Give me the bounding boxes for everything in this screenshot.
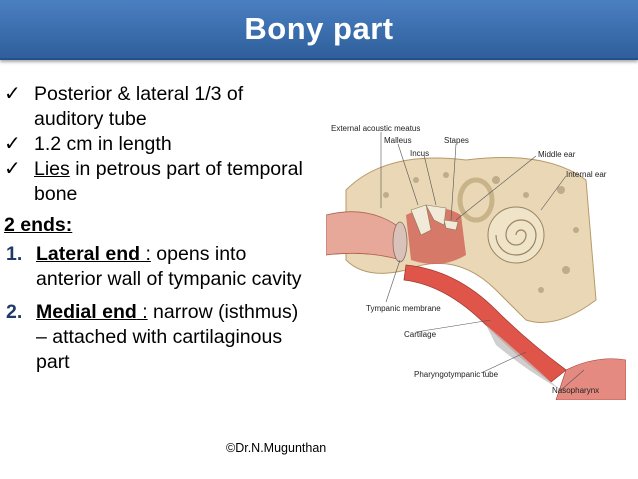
label-pharyngotympanic-tube: Pharyngotympanic tube	[414, 370, 499, 379]
end-label: Medial end	[36, 301, 137, 323]
label-middle-ear: Middle ear	[538, 150, 576, 159]
end-item: 1. Lateral end : opens into anterior wal…	[4, 242, 314, 292]
end-text: Lateral end : opens into anterior wall o…	[36, 242, 314, 292]
slide-title: Bony part	[244, 11, 394, 46]
bullet-underlined-word: Lies	[34, 158, 70, 180]
label-nasopharynx: Nasopharynx	[552, 386, 600, 395]
ends-heading: 2 ends:	[4, 214, 73, 236]
end-description: opens into anterior wall of tympanic cav…	[36, 243, 302, 290]
copyright-footer: ©Dr.N.Mugunthan	[226, 441, 327, 455]
bullet-item: ✓ Posterior & lateral 1/3 of auditory tu…	[4, 82, 314, 132]
label-incus: Incus	[410, 149, 430, 158]
end-description: narrow (isthmus) – attached with cartila…	[36, 301, 299, 373]
label-stapes: Stapes	[444, 136, 469, 145]
checkmark-icon: ✓	[4, 83, 21, 105]
end-text: Medial end : narrow (isthmus) – attached…	[36, 300, 314, 375]
label-malleus: Malleus	[384, 136, 412, 145]
label-tympanic-membrane: Tympanic membrane	[366, 304, 441, 313]
bullet-text: Posterior & lateral 1/3 of auditory tube	[34, 83, 244, 130]
title-bar: Bony part	[0, 0, 638, 60]
slide-content: ✓ Posterior & lateral 1/3 of auditory tu…	[4, 82, 314, 375]
ear-anatomy-illustration	[325, 132, 627, 401]
end-number: 1.	[6, 243, 23, 265]
label-internal-ear: Internal ear	[566, 170, 607, 179]
bullet-item: ✓ 1.2 cm in length	[4, 132, 314, 157]
end-colon: :	[140, 243, 151, 265]
end-colon: :	[136, 301, 148, 323]
bullet-text: Lies in petrous part of temporal bone	[34, 157, 314, 207]
checkmark-icon: ✓	[4, 158, 21, 180]
bullet-text: 1.2 cm in length	[34, 133, 172, 155]
checkmark-icon: ✓	[4, 133, 21, 155]
label-external-acoustic-meatus: External acoustic meatus	[331, 124, 421, 133]
label-cartilage: Cartilage	[404, 330, 437, 339]
ear-anatomy-figure: External acoustic meatus Malleus Incus S…	[325, 120, 627, 401]
bullet-rest: in petrous part of temporal bone	[34, 158, 303, 205]
end-number: 2.	[6, 301, 23, 323]
bullet-item: ✓ Lies in petrous part of temporal bone	[4, 157, 314, 207]
end-label: Lateral end	[36, 243, 141, 265]
end-item: 2. Medial end : narrow (isthmus) – attac…	[4, 300, 314, 375]
